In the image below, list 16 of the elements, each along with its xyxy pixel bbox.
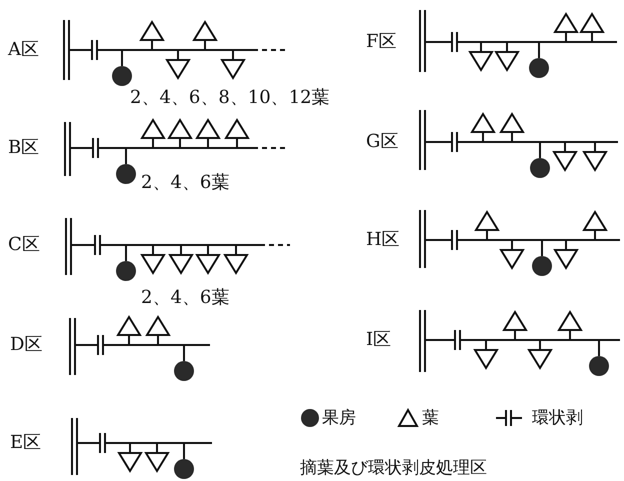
plot-label: A区 [8,40,39,60]
legend-label: 果房 [322,408,356,428]
plot-label: C区 [8,235,40,255]
plot-label: G区 [366,132,398,152]
plot-label: E区 [10,433,42,453]
plot-label: B区 [8,138,40,158]
leaf-count-label: 2、4、6葉 [141,173,230,193]
legend-label: 環状剥 [532,408,583,428]
plot-label: D区 [10,335,42,355]
plot-label: H区 [366,230,400,250]
leaf-count-label: 2、4、6、8、10、12葉 [130,88,330,108]
plot-label: I区 [366,330,392,350]
plot-label: F区 [366,32,396,52]
caption: 摘葉及び環状剥皮処理区 [300,458,487,478]
legend-label: 葉 [422,408,439,428]
leaf-count-label: 2、4、6葉 [141,288,230,308]
